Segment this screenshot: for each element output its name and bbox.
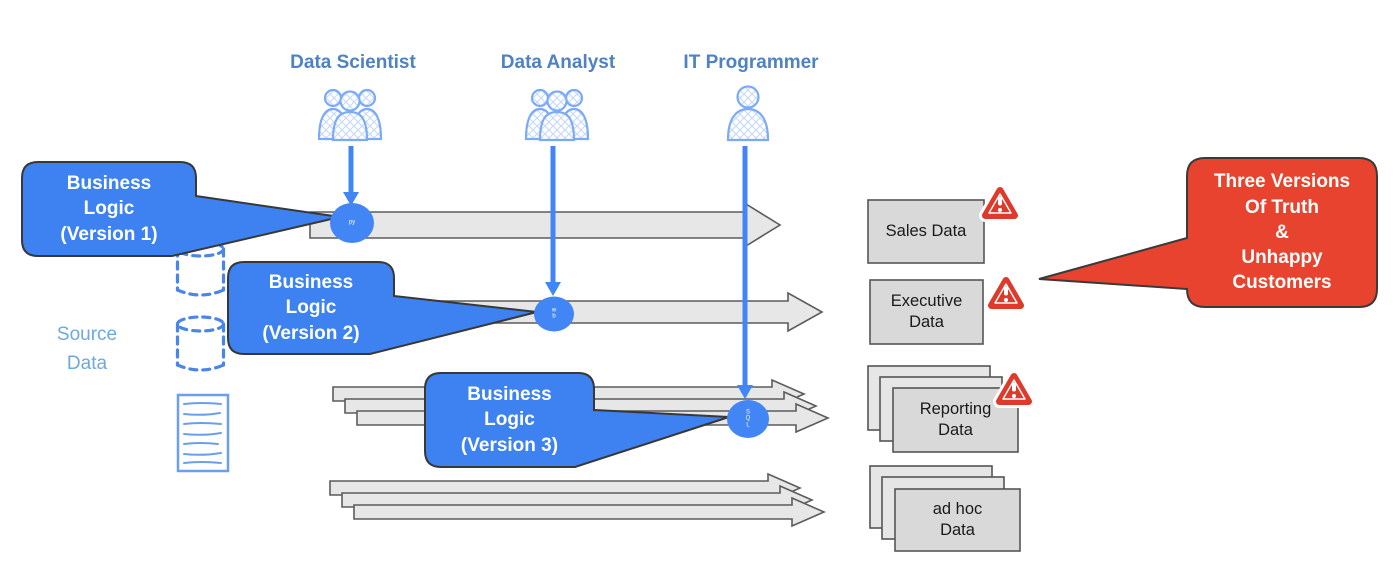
callout-business-logic-v2 <box>227 261 538 355</box>
flow-arrow-sales <box>309 202 782 248</box>
warning-icon <box>1000 377 1029 402</box>
data-scientist-arrow <box>343 146 359 206</box>
document-icon <box>176 393 230 473</box>
person-icon <box>726 85 770 142</box>
callout-business-logic-v1 <box>21 161 341 257</box>
executive-data-box <box>869 279 984 345</box>
adhoc-data-box <box>894 488 1021 552</box>
warning-icon <box>992 281 1021 306</box>
tool-node-workbook <box>534 296 574 332</box>
tool-node-sql <box>727 400 769 438</box>
sales-data-box <box>867 199 985 264</box>
warning-icon <box>986 191 1015 216</box>
callout-three-versions-of-truth <box>1038 157 1378 308</box>
it-programmer-arrow <box>737 146 753 399</box>
database-cylinder-icon <box>175 315 226 372</box>
people-group-icon <box>317 88 383 142</box>
data-analyst-arrow <box>545 146 561 296</box>
people-group-icon <box>524 88 590 142</box>
callout-business-logic-v3 <box>424 372 730 468</box>
flow-arrow-adhoc-3 <box>353 496 826 528</box>
tool-node-python <box>330 203 374 243</box>
